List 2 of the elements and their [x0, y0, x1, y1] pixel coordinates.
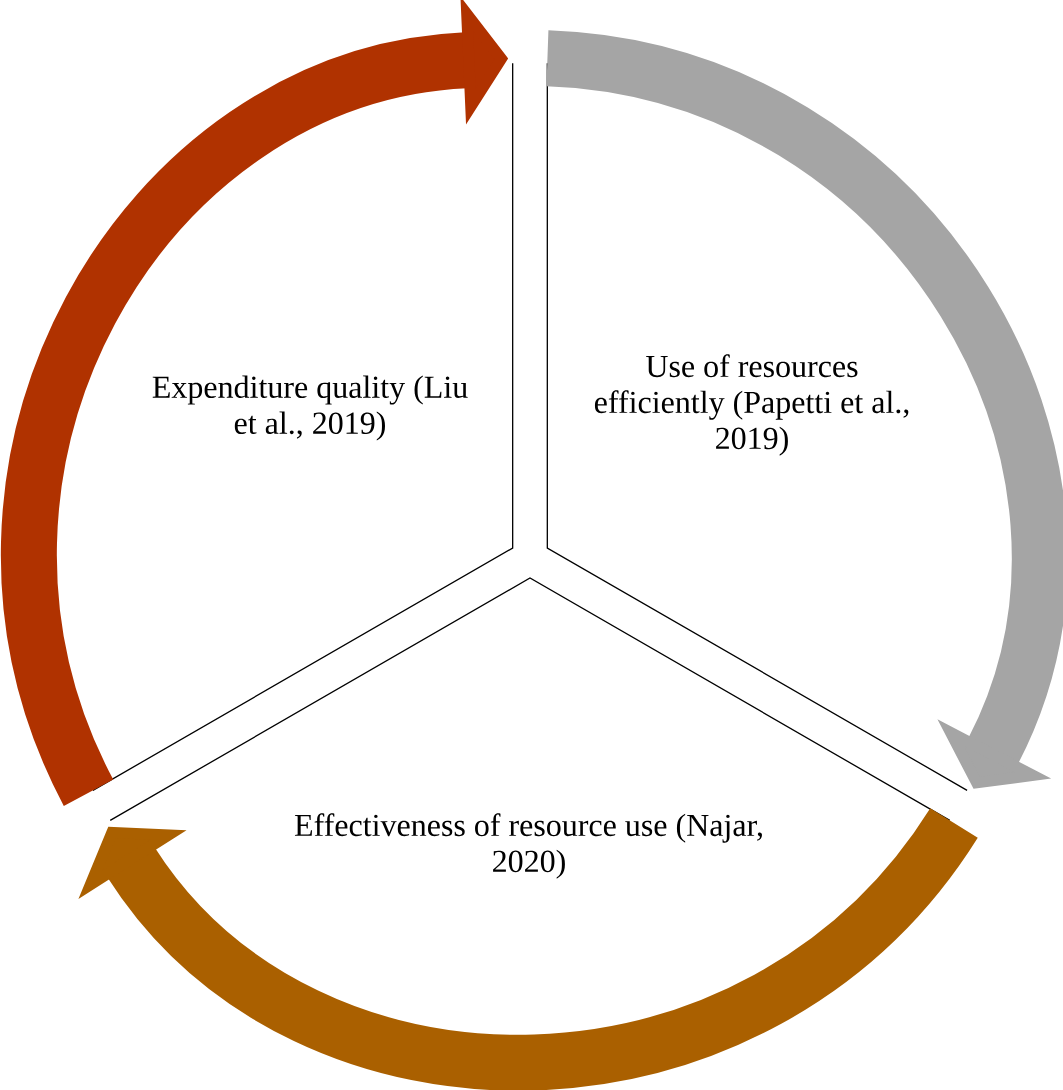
circle-segment: Expenditure quality (Liu et al., 2019) — [92, 62, 514, 791]
circle-segment: Use of resources efficiently (Papetti et al., 2019) — [546, 62, 968, 791]
